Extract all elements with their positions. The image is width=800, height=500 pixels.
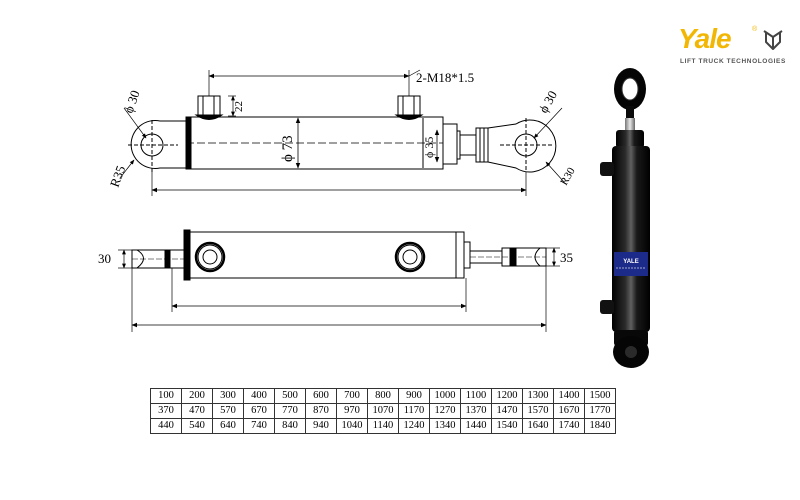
table-cell: 770: [274, 403, 306, 419]
table-cell: 1500: [584, 388, 616, 404]
table-cell: 700: [336, 388, 368, 404]
table-cell: 400: [243, 388, 275, 404]
port-thread-label: 2-M18*1.5: [416, 70, 474, 85]
table-cell: 500: [274, 388, 306, 404]
side-port-right: [397, 244, 423, 270]
table-cell: 440: [150, 418, 182, 434]
rod-dia-label: ϕ 35: [422, 137, 436, 158]
photo-rod: [625, 118, 635, 132]
table-cell: 1000: [429, 388, 461, 404]
table-cell: 1440: [460, 418, 492, 434]
top-view: [119, 69, 565, 196]
table-cell: 740: [243, 418, 275, 434]
table-cell: 900: [398, 388, 430, 404]
table-cell: 540: [181, 418, 213, 434]
table-cell: 1370: [460, 403, 492, 419]
table-cell: 670: [243, 403, 275, 419]
table-cell: 970: [336, 403, 368, 419]
table-cell: 840: [274, 418, 306, 434]
table-cell: 1670: [553, 403, 585, 419]
table-cell: 1170: [398, 403, 430, 419]
table-cell: 1240: [398, 418, 430, 434]
brand-wordmark: Yale: [678, 23, 732, 54]
left-eye-dia-label: ϕ 30: [121, 88, 143, 115]
right-rod-eye: [487, 119, 557, 173]
table-cell: 1040: [336, 418, 368, 434]
table-cell: 1340: [429, 418, 461, 434]
table-cell: 470: [181, 403, 213, 419]
table-cell: 640: [212, 418, 244, 434]
cylinder-photo: YALE: [600, 68, 650, 368]
side-view: [118, 229, 560, 332]
table-cell: 1070: [367, 403, 399, 419]
table-cell: 1200: [491, 388, 523, 404]
table-cell: 1640: [522, 418, 554, 434]
table-cell: 1770: [584, 403, 616, 419]
table-cell: 1570: [522, 403, 554, 419]
left-radius-label: R35: [107, 164, 129, 189]
brand-tagline: LIFT TRUCK TECHNOLOGIES: [680, 58, 786, 65]
yale-logo: Yale ® LIFT TRUCK TECHNOLOGIES: [678, 24, 788, 74]
port-left: [197, 95, 221, 117]
table-cell: 1470: [491, 403, 523, 419]
gland: [442, 123, 458, 165]
piston-rod: [459, 134, 477, 156]
right-radius-label: R30: [558, 165, 578, 187]
right-eye-dia-label: ϕ 30: [536, 88, 561, 115]
table-cell: 1300: [522, 388, 554, 404]
left-width-label: 30: [98, 251, 111, 266]
port-right: [397, 95, 421, 117]
table-cell: 200: [181, 388, 213, 404]
right-width-label: 35: [560, 250, 573, 265]
photo-label: [614, 252, 648, 276]
table-cell: 1100: [460, 388, 492, 404]
barrel-dia-label: ϕ 73: [280, 135, 296, 162]
table-cell: 1540: [491, 418, 523, 434]
table-cell: 570: [212, 403, 244, 419]
photo-barrel: [612, 146, 650, 332]
table-cell: 1740: [553, 418, 585, 434]
side-barrel: [189, 231, 457, 279]
table-cell: 940: [305, 418, 337, 434]
table-cell: 300: [212, 388, 244, 404]
photo-label-text: YALE: [623, 259, 638, 265]
cylinder-barrel: [190, 116, 444, 170]
table-cell: 100: [150, 388, 182, 404]
table-cell: 1270: [429, 403, 461, 419]
registered-mark: ®: [752, 26, 758, 33]
table-cell: 800: [367, 388, 399, 404]
table-cell: 370: [150, 403, 182, 419]
side-port-left: [197, 244, 223, 270]
table-cell: 1840: [584, 418, 616, 434]
table-cell: 870: [305, 403, 337, 419]
yale-emblem-icon: [763, 30, 783, 50]
table-cell: 1400: [553, 388, 585, 404]
table-cell: 1140: [367, 418, 399, 434]
port-height-label: 22: [233, 101, 245, 112]
table-cell: 600: [305, 388, 337, 404]
